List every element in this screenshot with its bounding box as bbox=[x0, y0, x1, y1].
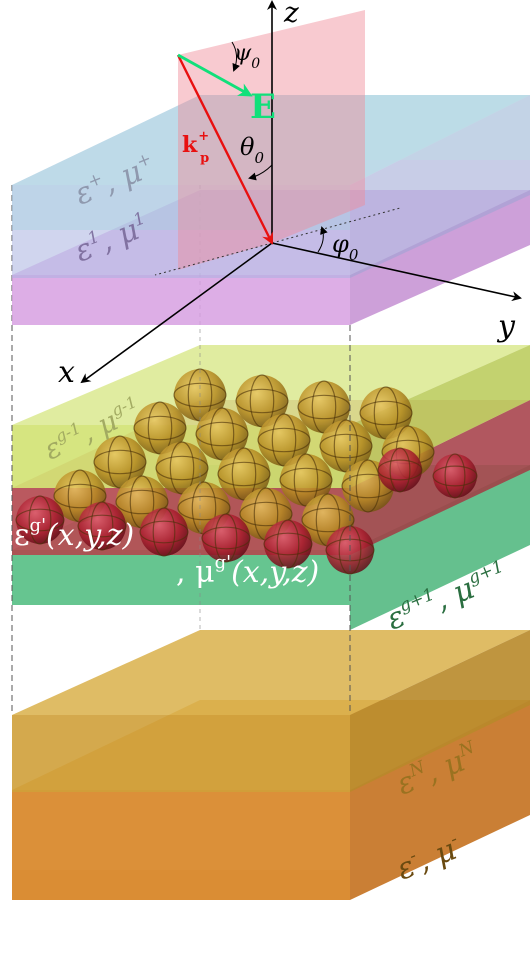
lattice-sphere bbox=[279, 453, 333, 507]
layer-g-label: εg'(x,y,z) bbox=[14, 515, 134, 553]
psi-arc bbox=[231, 41, 240, 72]
lattice-sphere bbox=[217, 447, 271, 501]
x-axis-label: x bbox=[58, 355, 75, 390]
lattice-sphere bbox=[195, 407, 249, 461]
y-axis bbox=[271, 242, 522, 302]
layer-1 bbox=[12, 95, 530, 278]
layer-N bbox=[12, 630, 530, 792]
lattice-sphere bbox=[93, 435, 147, 489]
projection-line-back bbox=[154, 242, 273, 276]
lattice-sphere bbox=[377, 447, 423, 493]
top-halfspace bbox=[12, 95, 530, 230]
lattice-sphere bbox=[77, 501, 127, 551]
lattice-sphere bbox=[15, 495, 65, 545]
angle-labels: ψ0 θ0 φ0 bbox=[234, 41, 359, 264]
z-axis-label: z bbox=[283, 0, 299, 29]
E-vector bbox=[177, 53, 253, 97]
y-axis-label: y bbox=[496, 309, 516, 344]
vectors bbox=[176, 53, 274, 245]
layer-g-mu-label: , μg'(x,y,z) bbox=[176, 552, 319, 590]
angle-arcs bbox=[231, 41, 328, 253]
phi-arc bbox=[317, 226, 328, 253]
theta-arc bbox=[248, 164, 273, 181]
lattice-sphere bbox=[139, 507, 189, 557]
k-label: k+p bbox=[182, 129, 209, 166]
lattice-sphere bbox=[319, 419, 373, 473]
lattice-sphere bbox=[133, 401, 187, 455]
axis-labels: z y x bbox=[58, 0, 516, 390]
projection-line bbox=[271, 207, 401, 244]
E-label: E bbox=[250, 87, 276, 127]
coordinate-axes bbox=[80, 0, 522, 384]
lattice-sphere bbox=[201, 513, 251, 563]
layer-labels: ε+, μ+ ε1, μ1 εg-1, μg-1 εg'(x,y,z) , μg… bbox=[14, 149, 506, 888]
lattice-sphere bbox=[155, 441, 209, 495]
phi-label: φ0 bbox=[332, 230, 359, 264]
lattice-sphere bbox=[359, 386, 413, 440]
lattice-sphere bbox=[263, 519, 313, 569]
psi-label: ψ0 bbox=[234, 41, 260, 72]
vector-labels: E k+p bbox=[182, 87, 276, 166]
k-vector bbox=[176, 54, 274, 245]
theta-label: θ0 bbox=[240, 133, 264, 167]
lattice-sphere bbox=[257, 413, 311, 467]
lattice-sphere bbox=[432, 453, 478, 499]
x-axis bbox=[80, 242, 273, 384]
lattice-sphere bbox=[235, 374, 289, 428]
